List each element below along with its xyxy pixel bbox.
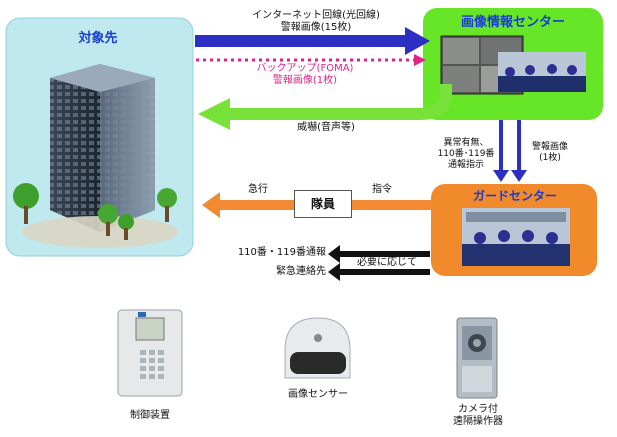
report-110-label: 110番・119番通報 [237, 247, 326, 258]
down-arrows [493, 120, 527, 182]
remote-operator-image [456, 317, 498, 399]
remote-operator-label-2: 遠隔操作器 [453, 416, 503, 427]
down-left-label-2: 110番･119番 [437, 149, 495, 159]
guard-center-title: ガードセンター [472, 189, 557, 203]
down-left-label-1: 異常有無、 [443, 138, 489, 148]
image-sensor-image [284, 317, 351, 379]
down-left-label-3: 通報指示 [447, 160, 484, 170]
emergency-contact-label: 緊急連絡先 [276, 266, 326, 277]
monitoring-room-photo [440, 35, 586, 95]
backup-line-label-1: バックアップ(FOMA) [256, 63, 354, 74]
backup-line-label-2: 警報画像(1枚) [272, 75, 338, 86]
control-unit-label: 制御装置 [130, 410, 170, 421]
main-line-label-1: インターネット回線(光回線) [252, 10, 380, 21]
threat-arrow [198, 84, 452, 130]
rush-label: 急行 [248, 184, 268, 195]
target-panel-title: 対象先 [78, 31, 118, 46]
guard-room-photo [462, 208, 570, 266]
command-label: 指令 [372, 184, 392, 195]
main-line-label-2: 警報画像(15枚) [280, 22, 352, 33]
guard-box: 隊員 [294, 190, 352, 218]
as-needed-label: 必要に応じて [357, 257, 417, 268]
down-right-label-1: 警報画像 [531, 142, 568, 152]
main-line-arrow [195, 27, 430, 55]
info-center-title: 画像情報センター [460, 15, 565, 30]
threat-label: 威嚇(音声等) [297, 122, 355, 133]
guard-box-label: 隊員 [310, 197, 335, 211]
image-sensor-label: 画像センサー [288, 389, 348, 400]
remote-operator-label-1: カメラ付 [458, 404, 498, 415]
control-unit-image [117, 309, 183, 397]
backup-line-arrow [196, 54, 426, 66]
report-arrows [328, 245, 430, 281]
down-right-label-2: (1枚) [539, 153, 561, 163]
building-icon [13, 64, 178, 248]
